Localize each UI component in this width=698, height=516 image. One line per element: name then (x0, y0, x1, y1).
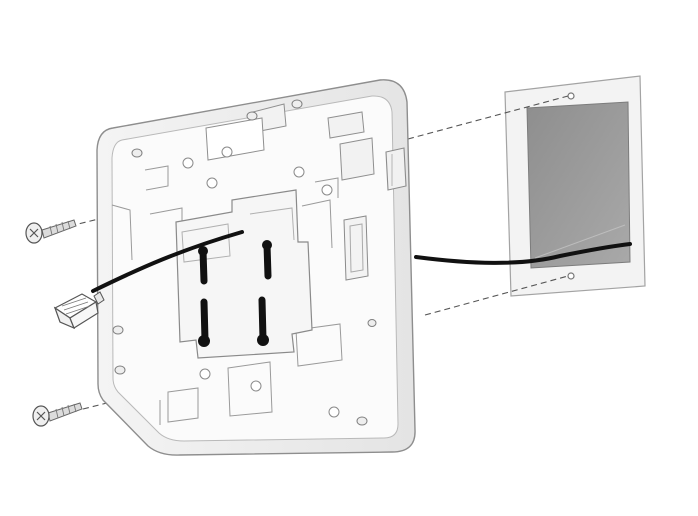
mounting-screw-top (25, 219, 77, 244)
network-cable (91, 230, 632, 293)
wall-cavity (526, 101, 631, 269)
bracket-center-plate (175, 189, 313, 359)
rj45-connector (53, 291, 105, 330)
wall-plate-hole-top (567, 92, 575, 100)
mounting-screw-bottom (32, 402, 83, 427)
wall-plate (504, 75, 646, 297)
mounting-bracket (96, 79, 416, 456)
keyhole-slots (199, 241, 272, 344)
wall-plate-hole-bottom (567, 272, 575, 280)
